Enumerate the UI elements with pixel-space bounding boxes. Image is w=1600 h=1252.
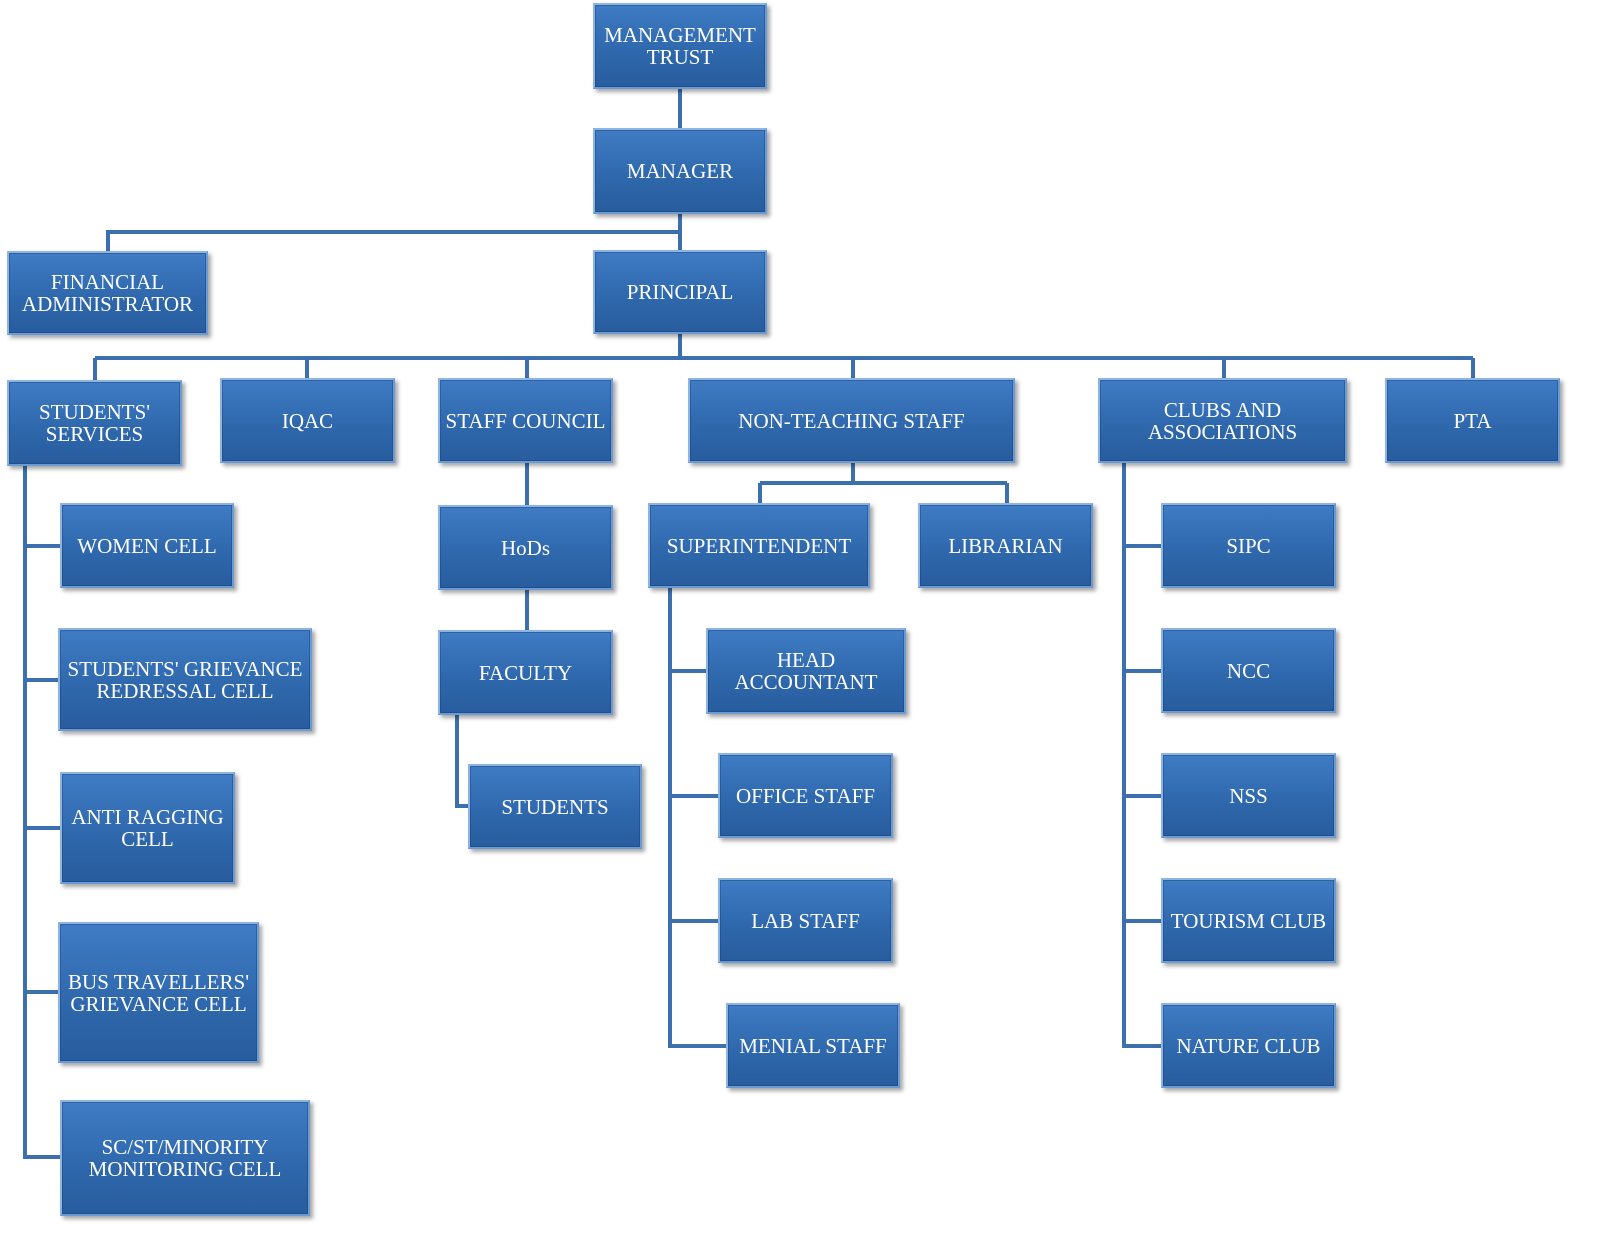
node-students-services: STUDENTS' SERVICES	[7, 380, 182, 466]
node-management-trust: MANAGEMENT TRUST	[593, 3, 767, 89]
node-tourism-club: TOURISM CLUB	[1161, 878, 1336, 963]
node-head-accountant: HEAD ACCOUNTANT	[706, 628, 906, 714]
connector	[23, 466, 60, 1159]
node-faculty: FACULTY	[438, 630, 613, 715]
node-superintendent: SUPERINTENDENT	[648, 503, 870, 588]
node-bus-travellers-grievance-cell: BUS TRAVELLERS' GRIEVANCE CELL	[58, 922, 259, 1063]
connector	[1122, 463, 1161, 1048]
node-menial-staff: MENIAL STAFF	[726, 1003, 900, 1088]
node-office-staff: OFFICE STAFF	[718, 753, 893, 838]
connector	[668, 588, 726, 1048]
node-clubs-and-associations: CLUBS AND ASSOCIATIONS	[1098, 378, 1347, 463]
node-hods: HoDs	[438, 505, 613, 590]
node-pta: PTA	[1385, 378, 1560, 463]
node-iqac: IQAC	[220, 378, 395, 463]
connector	[106, 214, 682, 251]
node-lab-staff: LAB STAFF	[718, 878, 893, 963]
node-manager: MANAGER	[593, 128, 767, 214]
node-sc-st-minority-monitoring-cell: SC/ST/MINORITY MONITORING CELL	[60, 1100, 310, 1216]
node-financial-administrator: FINANCIAL ADMINISTRATOR	[7, 251, 208, 335]
node-non-teaching-staff: NON-TEACHING STAFF	[688, 378, 1015, 463]
node-women-cell: WOMEN CELL	[60, 503, 234, 588]
node-principal: PRINCIPAL	[593, 250, 767, 334]
node-staff-council: STAFF COUNCIL	[438, 378, 613, 463]
connector	[93, 334, 1475, 380]
node-sipc: SIPC	[1161, 503, 1336, 588]
connector	[455, 463, 529, 808]
node-students-grievance-redressal-cell: STUDENTS' GRIEVANCE REDRESSAL CELL	[58, 628, 312, 731]
connector	[758, 463, 1009, 503]
node-nss: NSS	[1161, 753, 1336, 838]
node-ncc: NCC	[1161, 628, 1336, 713]
node-anti-ragging-cell: ANTI RAGGING CELL	[60, 772, 235, 884]
node-librarian: LIBRARIAN	[918, 503, 1093, 588]
node-nature-club: NATURE CLUB	[1161, 1003, 1336, 1088]
node-students: STUDENTS	[468, 764, 642, 849]
